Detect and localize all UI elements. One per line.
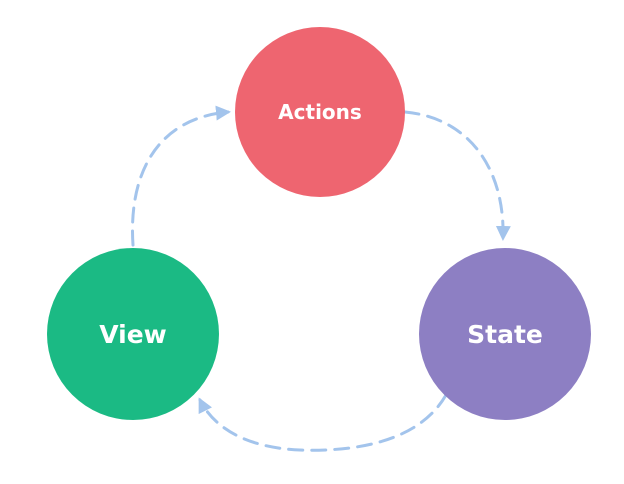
node-view: View bbox=[47, 248, 219, 420]
state-label: State bbox=[467, 320, 543, 349]
node-state: State bbox=[419, 248, 591, 420]
view-label: View bbox=[99, 320, 167, 349]
arrow-view-to-actions bbox=[130, 105, 231, 247]
actions-circle bbox=[235, 27, 405, 197]
view-circle bbox=[47, 248, 219, 420]
arrow-state-to-view bbox=[198, 393, 448, 452]
arrow-actions-to-state bbox=[403, 110, 511, 241]
node-actions: Actions bbox=[235, 27, 405, 197]
state-circle bbox=[419, 248, 591, 420]
actions-label: Actions bbox=[278, 100, 362, 124]
